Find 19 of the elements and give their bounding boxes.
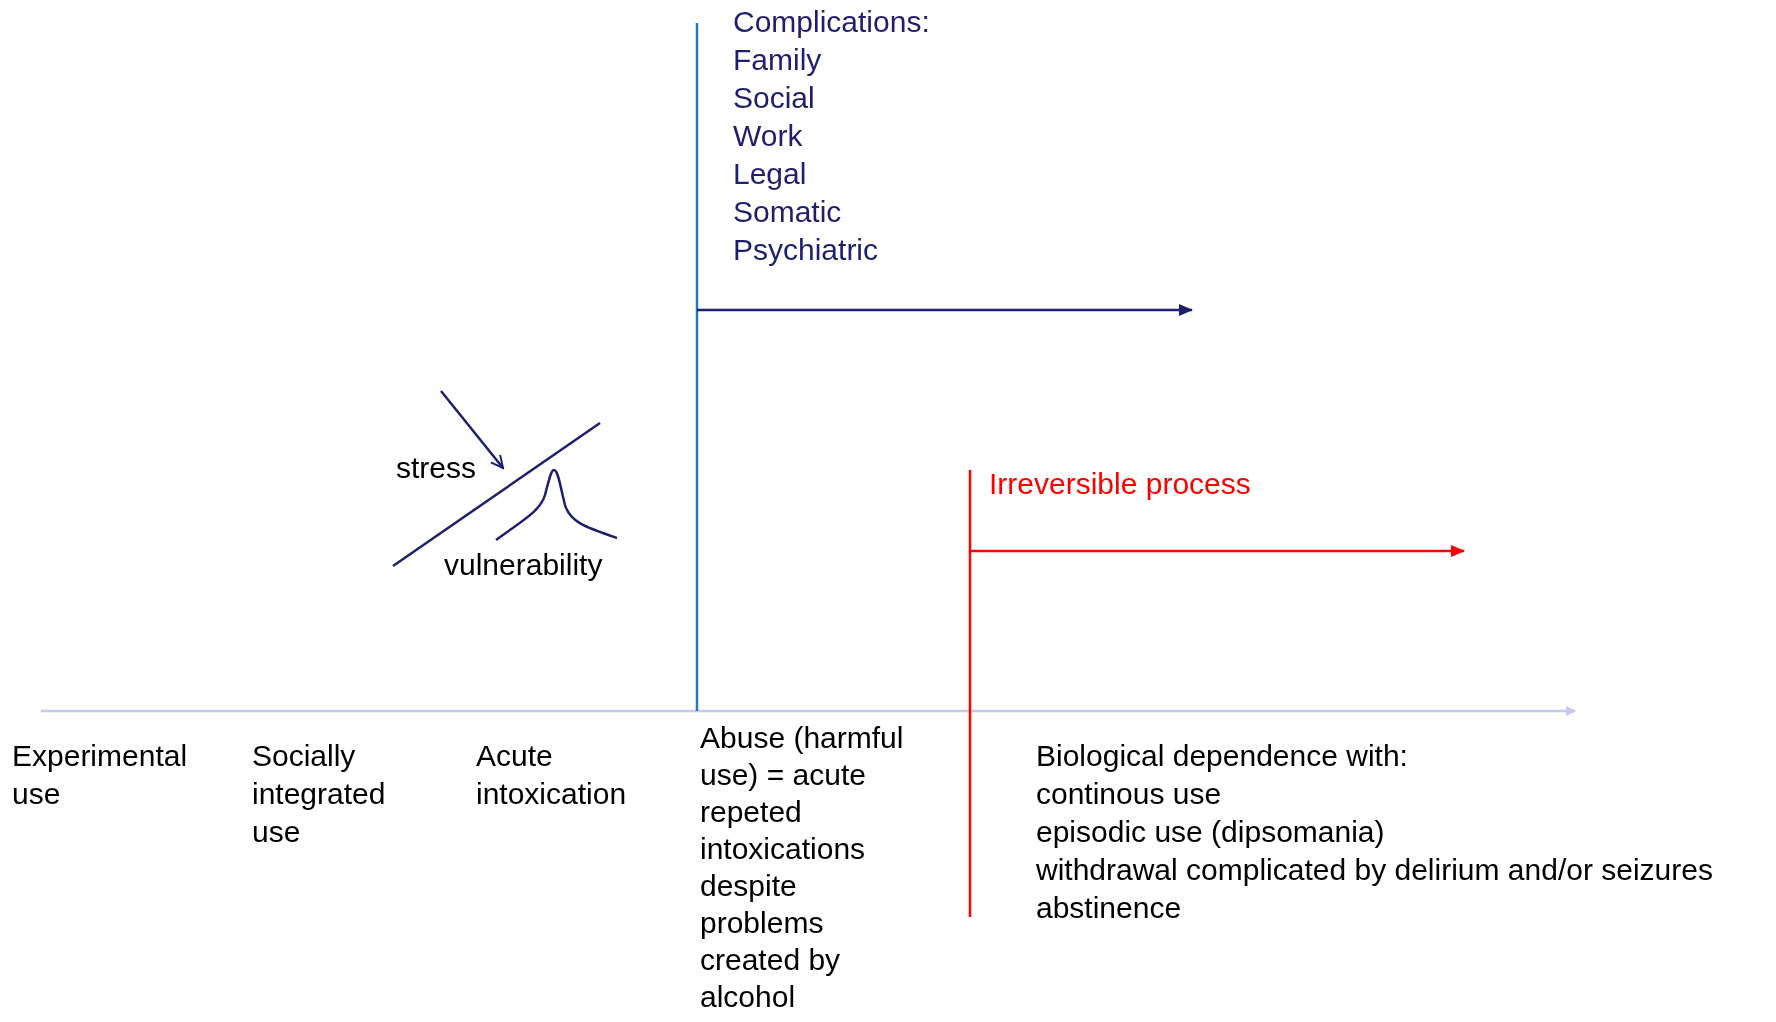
list-item: Psychiatric [733,232,879,268]
list-item: Social [733,80,815,116]
stage-label: Acute intoxication [476,738,628,812]
list-item: Work [733,118,803,154]
list-item: episodic use (dipsomania) [1036,814,1385,850]
heading-text: Complications: [733,4,930,40]
list-item: Family [733,42,822,78]
stage-label: Experimental use [12,738,189,812]
factor-label: stress [396,450,476,486]
list-item: Somatic [733,194,842,230]
factor-label: vulnerability [444,547,603,583]
stage-label: Abuse (harmful use) = acute repeted intoxications despite problems created by alcohol [700,720,905,1015]
list-item: Legal [733,156,807,192]
heading-text: Biological dependence with: [1036,738,1408,774]
stage-label: Socially integrated use [252,738,387,850]
list-item: withdrawal complicated by delirium and/or seizures [1036,852,1713,888]
list-item: abstinence [1036,890,1182,926]
list-item: continous use [1036,776,1222,812]
process-label: Irreversible process [989,466,1251,502]
